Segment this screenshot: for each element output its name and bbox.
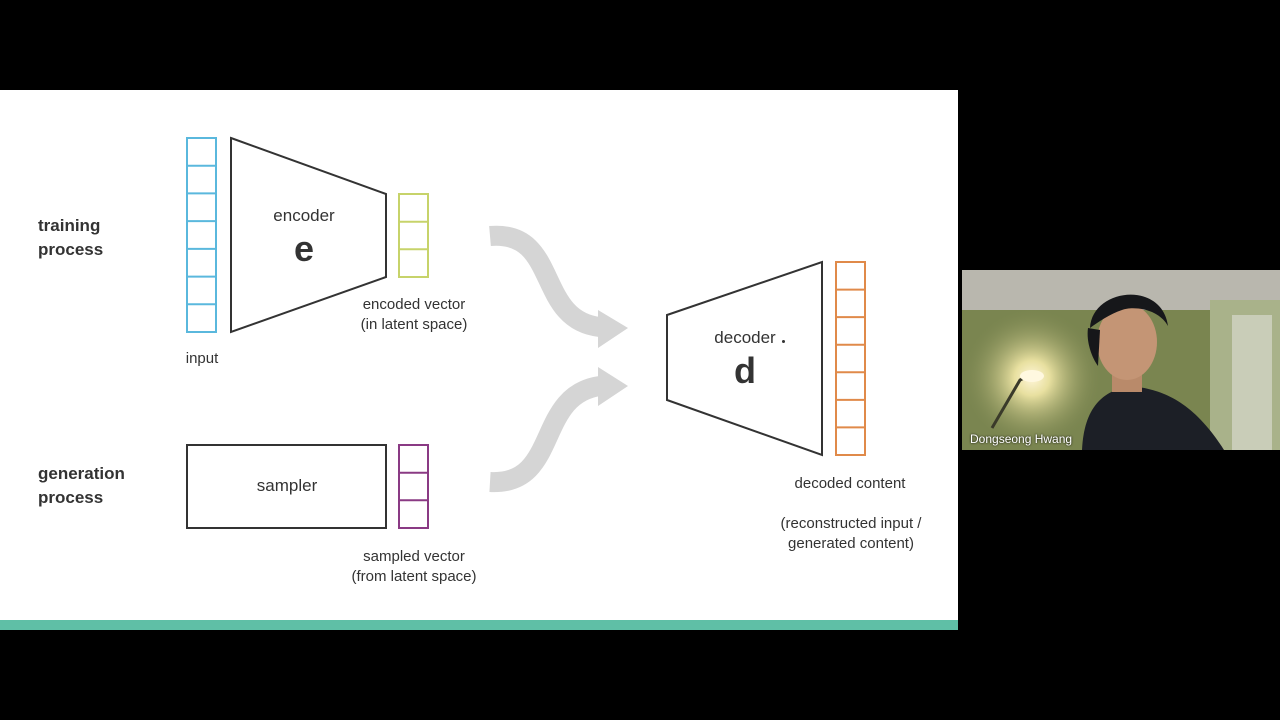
arrow-encoded-to-decoder bbox=[489, 225, 628, 348]
decoded-content-label: decoded content bbox=[794, 475, 906, 492]
decoded-vector bbox=[835, 261, 866, 456]
participant-name: Dongseong Hwang bbox=[970, 432, 1073, 446]
slide-accent-bar bbox=[0, 620, 958, 630]
mouse-pointer bbox=[782, 340, 785, 343]
sampled-vector-label: sampled vector bbox=[363, 548, 465, 565]
screen-share-area: training process generation process enco… bbox=[0, 90, 958, 630]
input-vector bbox=[186, 137, 217, 333]
sampler-block bbox=[186, 444, 387, 529]
encoder-label: encoder bbox=[273, 206, 335, 225]
decoded-content-sublabel-1: (reconstructed input / bbox=[780, 515, 922, 532]
training-process-label: training process bbox=[38, 216, 104, 259]
encoded-vector-sublabel: (in latent space) bbox=[360, 316, 468, 333]
encoder-block bbox=[230, 136, 387, 334]
participant-video-feed bbox=[962, 270, 1280, 450]
sampled-vector-sublabel: (from latent space) bbox=[351, 568, 477, 585]
participant-video-tile[interactable]: Dongseong Hwang bbox=[962, 270, 1280, 450]
decoder-block bbox=[666, 260, 823, 457]
decoded-content-sublabel-2: generated content) bbox=[788, 535, 914, 552]
arrow-sampled-to-decoder bbox=[489, 367, 628, 493]
vae-diagram bbox=[186, 136, 866, 529]
encoded-vector bbox=[398, 193, 429, 278]
decoder-symbol: d bbox=[734, 350, 756, 391]
presentation-slide: training process generation process enco… bbox=[0, 90, 958, 630]
encoded-vector-label: encoded vector bbox=[362, 296, 466, 313]
sampler-label: sampler bbox=[256, 476, 318, 495]
sampled-vector bbox=[398, 444, 429, 529]
encoder-symbol: e bbox=[293, 228, 315, 269]
input-label: input bbox=[185, 350, 219, 367]
decoder-label: decoder bbox=[714, 328, 776, 347]
generation-process-label: generation process bbox=[38, 464, 125, 507]
